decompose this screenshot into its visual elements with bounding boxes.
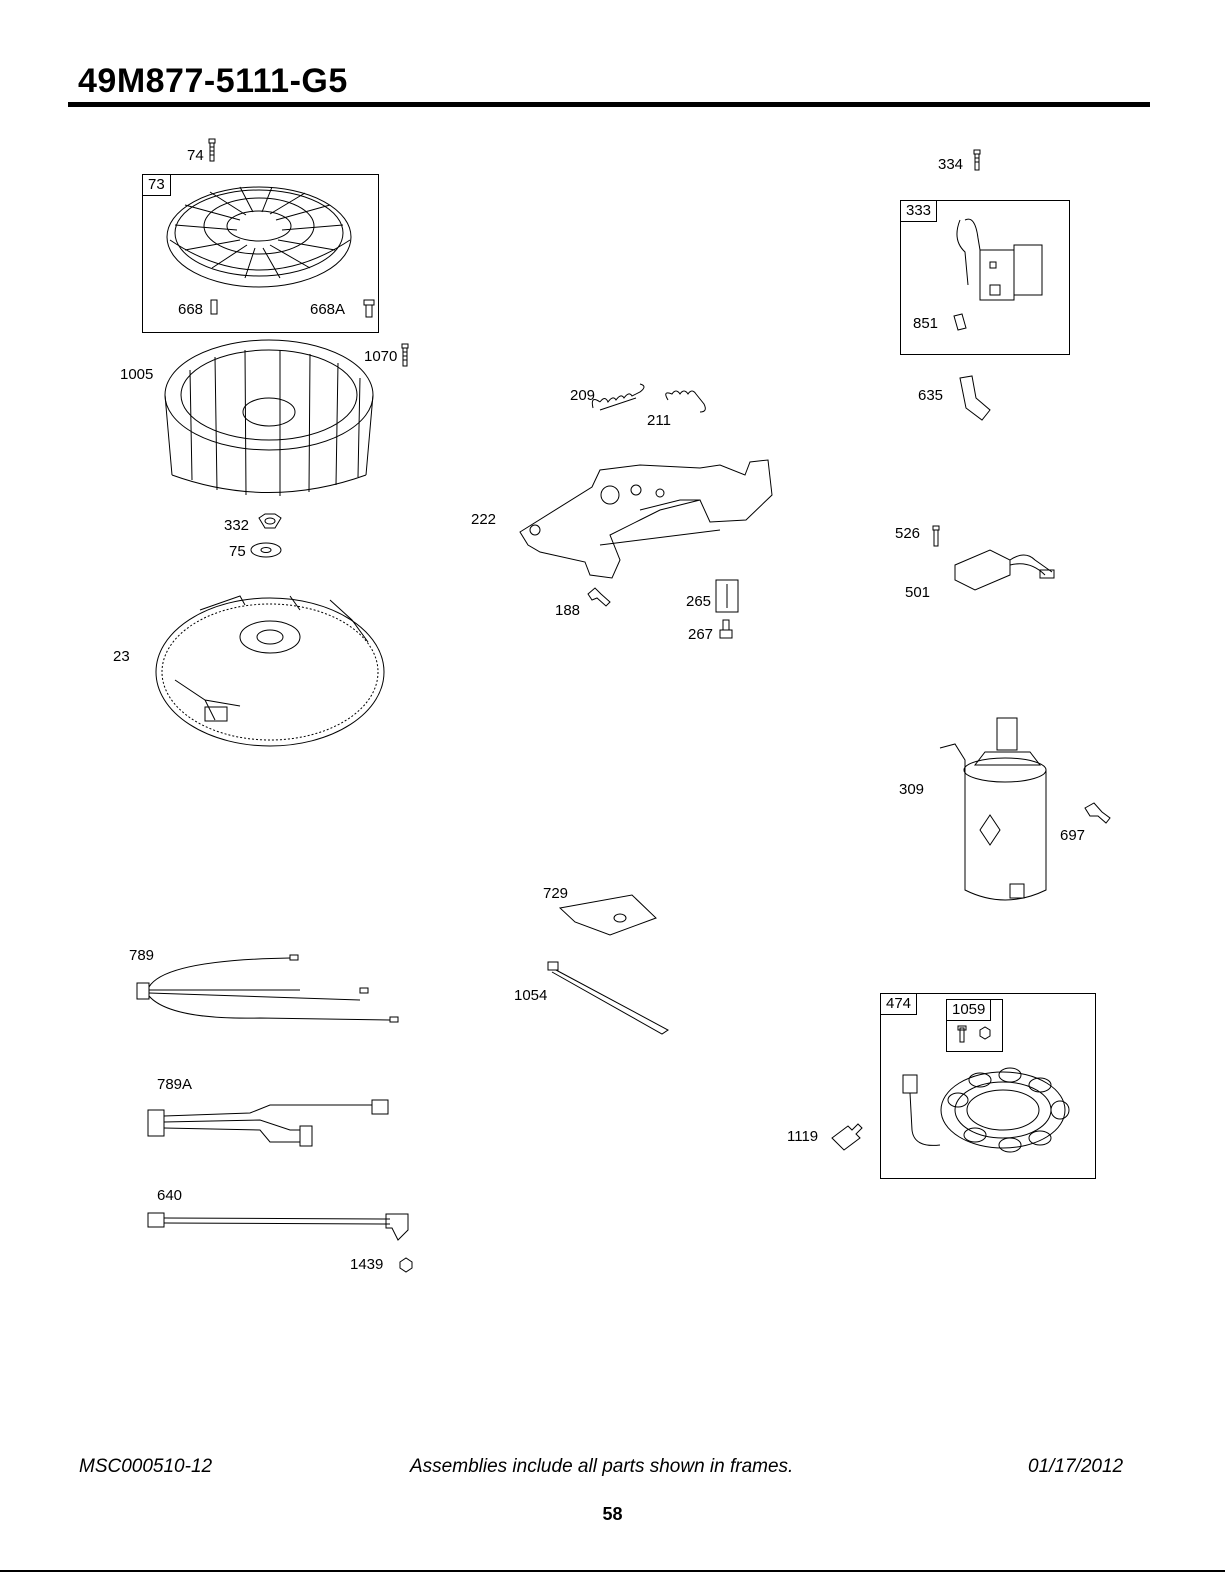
part-label-526: 526 (895, 526, 920, 541)
part-label-640: 640 (157, 1188, 182, 1203)
part-label-75: 75 (229, 544, 246, 559)
harness-789A-drawing (148, 1100, 388, 1146)
cable-tie-1054-drawing (548, 962, 668, 1034)
part-label-1005: 1005 (120, 367, 153, 382)
bottom-rule (0, 1570, 1225, 1572)
footer-code: MSC000510-12 (79, 1456, 212, 1478)
screw-334-drawing (974, 150, 980, 170)
part-label-188: 188 (555, 603, 580, 618)
part-label-209: 209 (570, 388, 595, 403)
washer-75-drawing (251, 543, 281, 557)
nut-1439-drawing (400, 1258, 412, 1272)
part-label-74: 74 (187, 148, 204, 163)
stator-474-drawing (903, 1068, 1069, 1152)
part-label-1054: 1054 (514, 988, 547, 1003)
part-label-789: 789 (129, 948, 154, 963)
blower-cover-73-drawing (167, 187, 351, 287)
bolt-1119-drawing (832, 1124, 862, 1150)
harness-789-drawing (137, 955, 398, 1022)
part-label-1119: 1119 (787, 1129, 818, 1144)
part-label-635: 635 (918, 388, 943, 403)
part-label-334: 334 (938, 157, 963, 172)
footer-note: Assemblies include all parts shown in fr… (410, 1456, 793, 1478)
nut-332-drawing (259, 514, 281, 528)
part-label-668: 668 (178, 302, 203, 317)
screw-267-drawing (720, 620, 732, 638)
part-label-789A: 789A (157, 1077, 192, 1092)
part-label-851: 851 (913, 316, 938, 331)
bolt-697-drawing (1085, 803, 1110, 823)
lead-640-drawing (148, 1213, 408, 1240)
screw-668A-drawing (364, 300, 374, 317)
part-label-267: 267 (688, 627, 713, 642)
part-label-222: 222 (471, 512, 496, 527)
plate-729-drawing (560, 895, 656, 935)
part-label-332: 332 (224, 518, 249, 533)
page-number: 58 (0, 1504, 1225, 1525)
pin-668-drawing (211, 300, 217, 314)
bolt-1070-drawing (402, 344, 408, 366)
fan-1005-drawing (165, 340, 373, 496)
part-label-1439: 1439 (350, 1257, 383, 1272)
screw-526-drawing (933, 526, 939, 546)
part-label-668A: 668A (310, 302, 345, 317)
part-label-23: 23 (113, 649, 130, 664)
spring-211-drawing (666, 391, 706, 412)
bracket-265-drawing (716, 580, 738, 612)
hardware-1059-drawing (958, 1026, 990, 1042)
regulator-501-drawing (955, 550, 1054, 590)
spark-plug-boot-635-drawing (960, 376, 990, 420)
part-label-309: 309 (899, 782, 924, 797)
bolt-188-drawing (588, 588, 610, 606)
control-bracket-222-drawing (520, 460, 772, 578)
part-label-211: 211 (647, 413, 671, 428)
flywheel-23-drawing (156, 596, 384, 746)
part-label-729: 729 (543, 886, 568, 901)
clip-851-drawing (954, 314, 966, 330)
part-label-265: 265 (686, 594, 711, 609)
starter-motor-309-drawing (940, 718, 1046, 900)
bolt-74-drawing (209, 139, 215, 161)
part-label-1070: 1070 (364, 349, 397, 364)
ignition-coil-333-drawing (957, 219, 1042, 300)
spring-209-drawing (592, 384, 644, 410)
footer-date: 01/17/2012 (1028, 1456, 1123, 1478)
part-label-501: 501 (905, 585, 930, 600)
part-label-697: 697 (1060, 828, 1085, 843)
